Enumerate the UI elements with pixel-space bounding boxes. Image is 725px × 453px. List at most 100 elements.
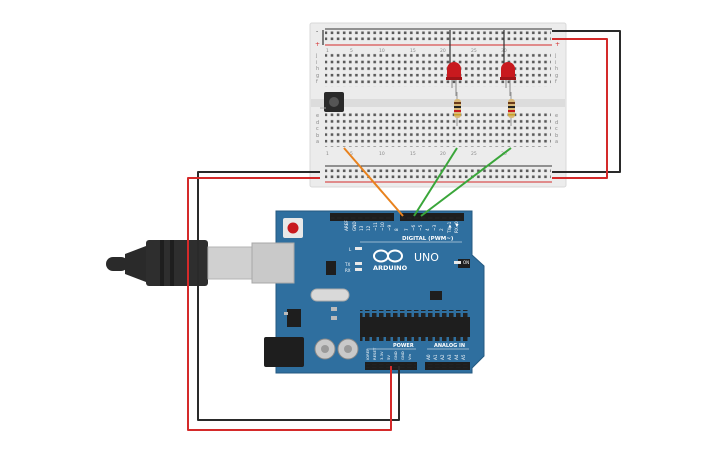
upper-terminal-holes[interactable] [325,53,551,87]
wire-red-rail-right[interactable] [552,38,608,179]
lower-terminal-holes[interactable] [325,113,551,147]
row-letter-h: h [316,66,319,72]
wire-black-gnd[interactable] [197,171,400,421]
rx-led [355,268,362,271]
row-letter-f-right: f [555,79,557,85]
wire-red-5v[interactable] [187,177,392,431]
pin-label-rx0: RX◀0 [454,221,459,233]
small-chip [326,261,336,275]
resistor-2[interactable] [508,92,515,126]
pin-label-reset: RESET [372,347,377,360]
model-label: UNO [414,251,439,264]
pin-label-a1: A1 [433,354,438,360]
resistor-1-band-2 [454,106,461,108]
arduino-logo: ARDUINO UNO [373,249,439,272]
row-letter-b-right: b [555,133,558,139]
tx-led [355,262,362,265]
col-num-15: 15 [410,48,416,54]
pin-label-a3: A3 [447,354,452,360]
led-2[interactable] [500,30,516,96]
row-letter-g-right: g [555,73,558,79]
resistor-2-band-4 [508,114,515,116]
wire-green-led-1[interactable] [413,147,458,217]
row-letter-i: i [316,60,317,66]
resistor-1[interactable] [454,92,461,126]
col-num-1-bottom: 1 [326,151,329,157]
pin-label-a5: A5 [461,354,466,360]
wires[interactable] [187,30,621,431]
rail-minus-label: - [316,28,318,35]
pin-label-tx1: TX▶1 [447,221,452,234]
capacitor-2-top [344,345,352,353]
col-num-5: 5 [350,48,353,54]
wire-black-rail-right[interactable] [552,30,621,173]
pin-label-2: 2 [439,228,444,231]
pin-label-9: ~9 [387,224,392,231]
pin-label-12: 12 [366,225,371,231]
reset-button[interactable] [287,222,299,234]
led-1-bulb [447,62,461,78]
row-letters: j i h g f e d c b a [315,53,319,145]
row-letter-a: a [316,139,319,145]
row-letter-h-right: h [555,66,558,72]
breadboard[interactable]: - + - + j i h g f e d c b a j i h g f e … [309,22,567,188]
row-letters-right: j i h g f e d c b a [554,53,558,145]
regulator-pin [284,312,288,315]
resistor-1-band-1 [454,102,461,104]
pin-label-5: ~5 [418,224,423,231]
row-letter-f: f [316,79,318,85]
row-letter-e-right: e [555,113,558,119]
col-num-25-bottom: 25 [471,151,477,157]
power-jack[interactable] [264,337,304,367]
col-num-1: 1 [326,48,329,54]
row-letter-i-right: i [555,60,556,66]
row-letter-a-right: a [555,139,558,145]
led-2-bulb [501,62,515,78]
row-letter-d-right: d [555,120,558,126]
smd-component-2 [331,316,337,320]
atmega-socket-bottom [360,337,470,342]
pin-label-a0: A0 [426,354,431,360]
pin-label-5v: 5V [386,355,391,360]
wire-orange-button[interactable] [343,147,404,217]
center-channel [311,99,565,107]
pin-label-7: 7 [404,228,409,231]
analog-pin-labels: A0 A1 A2 A3 A4 A5 [426,354,466,360]
rail-plus-label: + [315,41,320,48]
power-pin-labels: IOREF RESET 3.3V 5V GND GND Vin [365,347,412,360]
power-label: POWER [393,343,414,349]
icsp-header-2 [430,291,442,300]
l-led-label: L [349,247,352,252]
icsp-header [458,259,470,268]
pin-label-8: 8 [394,228,399,231]
bottom-rail-holes[interactable] [325,167,551,180]
rail-plus-label-right: + [555,41,560,48]
arduino-board[interactable]: AREF GND 13 12 ~11 ~10 ~9 8 7 ~6 ~5 4 ~3… [106,210,485,374]
crystal-oscillator [310,288,350,302]
resistor-1-band-3 [454,110,461,112]
atmega-chip [360,317,470,337]
digital-header-left-holes [331,215,393,219]
resistor-2-band-3 [508,110,515,112]
row-letter-d: d [316,120,319,126]
pin-label-4: 4 [425,228,430,231]
push-button[interactable] [320,92,344,112]
col-num-20-bottom: 20 [440,151,446,157]
rx-led-label: RX [345,268,351,273]
usb-plug-metal [207,246,253,280]
led-1-rim [446,77,462,80]
logo-loop-right [387,249,403,263]
col-num-25: 25 [471,48,477,54]
usb-cable[interactable] [106,240,253,286]
col-num-5-bottom: 5 [350,151,353,157]
usb-b-socket[interactable] [251,242,295,284]
led-1[interactable] [446,30,462,96]
pin-label-gnd-2: GND [400,351,405,360]
pin-label-11: ~11 [373,222,378,231]
top-rail-holes[interactable] [325,30,551,43]
wire-green-led-2[interactable] [420,147,512,217]
col-num-10: 10 [379,48,385,54]
col-num-10-bottom: 10 [379,151,385,157]
pin-label-3: ~3 [432,224,437,231]
